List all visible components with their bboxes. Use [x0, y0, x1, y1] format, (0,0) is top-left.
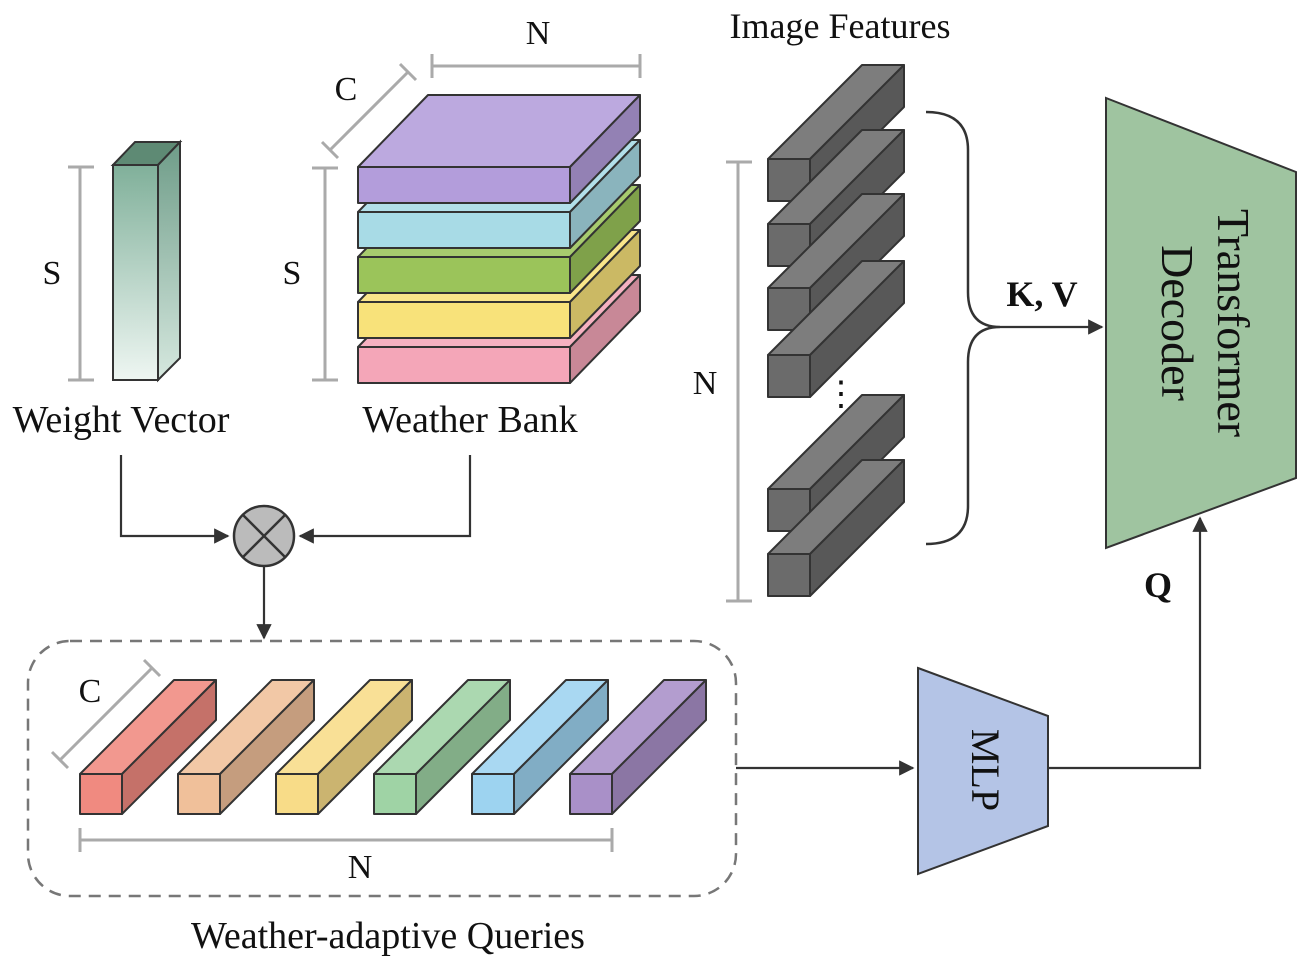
weather-bank-s-label: S [283, 255, 302, 292]
weather-bank-c-label: C [335, 71, 358, 108]
feature-bar-4-front [767, 354, 811, 398]
query-bar-5-front [471, 773, 515, 815]
image-features-label: Image Features [730, 6, 951, 46]
queries-n-dimension [78, 828, 614, 852]
weather-bank-layer-3-front [357, 256, 571, 294]
weather-bank-layer-5-front [357, 346, 571, 384]
weather-bank-n-dimension [430, 54, 642, 78]
bank-to-multiply-arrow [298, 455, 472, 544]
weight-vector-s-label: S [43, 255, 62, 292]
weather-bank-layer-1 [357, 94, 641, 204]
transformer-decoder-block [1105, 96, 1297, 550]
query-bar-1-front [79, 773, 123, 815]
weather-bank [357, 94, 641, 384]
query-bar-5 [471, 679, 609, 815]
feature-bar-6-front [767, 553, 811, 597]
weather-bank-s-dimension [312, 166, 338, 382]
weather-bank-n-label: N [526, 15, 551, 52]
weight-vector-s-dimension [68, 165, 94, 382]
query-bar-4 [373, 679, 511, 815]
query-bar-3 [275, 679, 413, 815]
transformer-decoder-text: Transformer Decoder [1152, 209, 1259, 437]
query-bar-6 [569, 679, 707, 815]
decoder-label: Decoder [1152, 245, 1203, 401]
query-bar-6-front [569, 773, 613, 815]
weight-vector-label: Weight Vector [13, 399, 230, 441]
weather-bank-layer-4-front [357, 301, 571, 339]
image-features-ellipsis: ⋮ [824, 376, 858, 413]
weight-vector [110, 139, 183, 383]
weather-adaptive-queries-label: Weather-adaptive Queries [191, 915, 585, 957]
feature-bar-4 [767, 260, 905, 398]
mlp-block [917, 666, 1049, 876]
query-bar-3-front [275, 773, 319, 815]
image-features-n-dimension [726, 160, 752, 603]
queries-c-dimension [50, 658, 162, 770]
mlp-label: MLP [963, 729, 1008, 811]
image-features-brace [925, 110, 1001, 546]
q-label: Q [1144, 565, 1172, 605]
query-bar-1 [79, 679, 217, 815]
image-features [767, 64, 905, 597]
multiply-operator-icon [232, 504, 296, 568]
query-bar-2-front [177, 773, 221, 815]
query-bar-2 [177, 679, 315, 815]
transformer-label: Transformer [1208, 209, 1259, 437]
weather-bank-label: Weather Bank [362, 399, 577, 441]
queries-dashed-box [26, 639, 738, 898]
weather-bank-layer-2-front [357, 211, 571, 249]
weather-adaptive-queries [79, 679, 707, 815]
kv-label: K, V [1006, 274, 1077, 314]
queries-n-label: N [348, 849, 373, 886]
mlp-to-decoder-arrow [1048, 516, 1208, 770]
feature-bar-6 [767, 459, 905, 597]
weather-bank-c-dimension [320, 62, 418, 160]
query-bar-4-front [373, 773, 417, 815]
queries-c-label: C [79, 673, 102, 710]
weight-to-multiply-arrow [119, 455, 230, 544]
image-features-n-label: N [693, 365, 718, 402]
weather-bank-layer-1-front [357, 166, 571, 204]
